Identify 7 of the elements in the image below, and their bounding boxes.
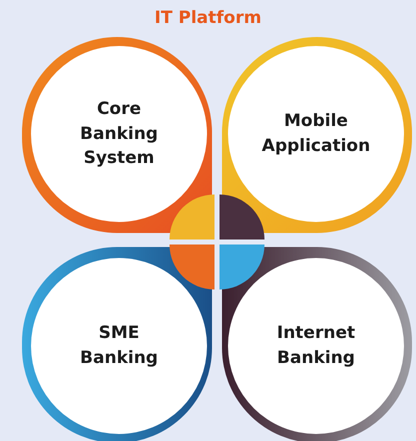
node-label: Core Banking System [79, 98, 159, 170]
quadrant-petal [222, 247, 412, 441]
quadrant-petal [22, 247, 212, 441]
title: IT Platform [154, 8, 262, 28]
node-label: SME Banking [79, 322, 159, 370]
node-label: Internet Banking [276, 322, 356, 370]
node-label: Mobile Application [261, 110, 371, 158]
